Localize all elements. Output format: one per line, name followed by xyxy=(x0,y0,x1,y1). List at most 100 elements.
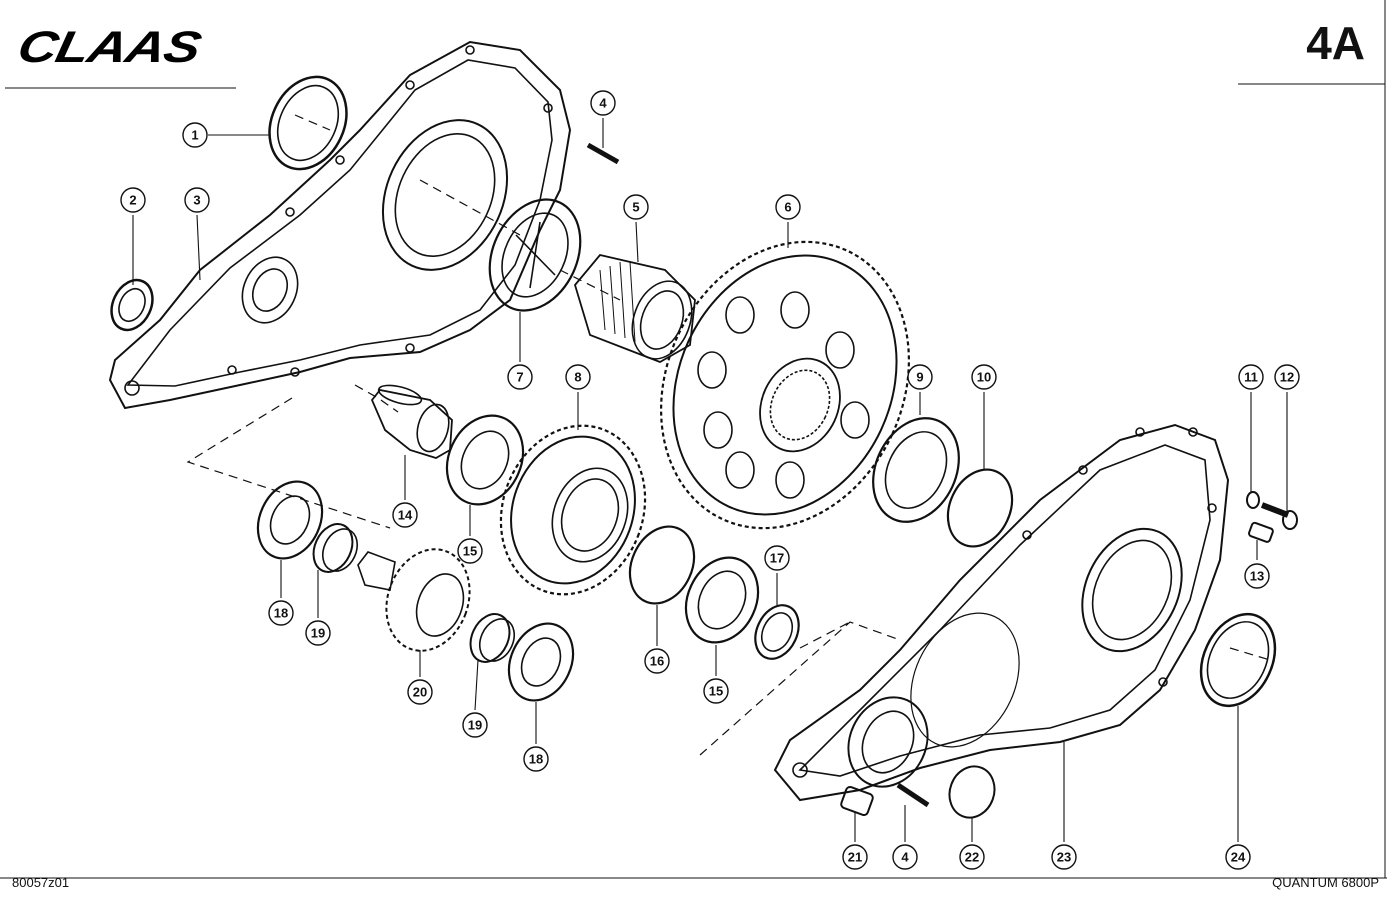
part-23-rear-housing xyxy=(773,423,1230,802)
callout-label: 18 xyxy=(274,606,288,621)
drawing-number: 80057z01 xyxy=(12,875,70,890)
callout-13: 13 xyxy=(1244,563,1270,589)
callout-circle xyxy=(1238,364,1264,390)
part-14-shaft-sleeve xyxy=(370,384,453,459)
callout-circle xyxy=(462,712,488,738)
callout-23: 23 xyxy=(1051,844,1077,870)
part-17-ring xyxy=(754,604,800,660)
part-18-bearing-left xyxy=(256,480,324,560)
callout-label: 23 xyxy=(1057,850,1071,865)
callout-circle xyxy=(703,678,729,704)
part-15-bearing-upper xyxy=(445,414,525,506)
callout-label: 19 xyxy=(311,626,325,641)
callout-circle xyxy=(590,90,616,116)
callout-10: 10 xyxy=(971,364,997,390)
part-22-cap xyxy=(948,765,996,819)
frame xyxy=(0,0,1387,879)
callout-label: 10 xyxy=(977,370,991,385)
callout-24: 24 xyxy=(1225,844,1251,870)
callout-label: 24 xyxy=(1231,850,1246,865)
callout-circle xyxy=(120,187,146,213)
part-12-bolt xyxy=(1260,502,1298,530)
callout-17: 17 xyxy=(764,545,790,571)
callout-label: 16 xyxy=(650,654,664,669)
part-16-circlip xyxy=(628,525,696,605)
part-19-ring-left xyxy=(312,523,359,573)
callout-label: 2 xyxy=(129,193,136,208)
callout-circle xyxy=(392,502,418,528)
callout-circle xyxy=(268,600,294,626)
callout-4: 4 xyxy=(892,844,918,870)
callout-21: 21 xyxy=(842,844,868,870)
callout-circle xyxy=(644,648,670,674)
callout-3: 3 xyxy=(184,187,210,213)
callout-circle xyxy=(1274,364,1300,390)
callout-8: 8 xyxy=(565,364,591,390)
callout-label: 22 xyxy=(965,850,979,865)
callout-19: 19 xyxy=(305,620,331,646)
callout-circle xyxy=(305,620,331,646)
part-7-bearing xyxy=(488,198,582,312)
callout-circle xyxy=(623,194,649,220)
callout-label: 6 xyxy=(784,200,791,215)
callout-circle xyxy=(182,122,208,148)
callout-label: 19 xyxy=(468,718,482,733)
callout-circle xyxy=(971,364,997,390)
callout-label: 9 xyxy=(916,370,923,385)
callout-label: 12 xyxy=(1280,370,1294,385)
part-1-seal-ring xyxy=(268,75,348,171)
part-24-seal xyxy=(1199,612,1277,708)
callout-circle xyxy=(1225,844,1251,870)
callout-4: 4 xyxy=(590,90,616,116)
callout-circle xyxy=(523,746,549,772)
callout-18: 18 xyxy=(523,746,549,772)
callout-circle xyxy=(407,679,433,705)
page-code: 4A xyxy=(1306,17,1365,69)
callout-14: 14 xyxy=(392,502,418,528)
callout-22: 22 xyxy=(959,844,985,870)
callout-16: 16 xyxy=(644,648,670,674)
part-4-pin-lower xyxy=(896,782,930,808)
part-5-splined-hub xyxy=(573,253,696,363)
callout-circle xyxy=(959,844,985,870)
callout-2: 2 xyxy=(120,187,146,213)
callout-1: 1 xyxy=(182,122,208,148)
part-13-plug xyxy=(1248,521,1274,543)
part-3-front-housing xyxy=(108,40,572,410)
callout-19: 19 xyxy=(462,712,488,738)
model-name: QUANTUM 6800P xyxy=(1272,875,1379,890)
callout-6: 6 xyxy=(775,194,801,220)
part-10-circlip xyxy=(946,468,1014,548)
part-11-washer xyxy=(1246,491,1260,509)
callout-label: 7 xyxy=(516,370,523,385)
callout-label: 14 xyxy=(398,508,413,523)
callout-circle xyxy=(507,364,533,390)
callout-15: 15 xyxy=(457,538,483,564)
callout-circle xyxy=(1051,844,1077,870)
callout-18: 18 xyxy=(268,600,294,626)
callout-11: 11 xyxy=(1238,364,1264,390)
callout-circle xyxy=(184,187,210,213)
callout-label: 8 xyxy=(574,370,581,385)
callout-12: 12 xyxy=(1274,364,1300,390)
callout-circle xyxy=(842,844,868,870)
callout-label: 1 xyxy=(191,128,198,143)
leader-lines xyxy=(132,118,1288,842)
callout-label: 4 xyxy=(599,96,607,111)
callout-label: 15 xyxy=(463,544,477,559)
callout-label: 18 xyxy=(529,752,543,767)
callout-15: 15 xyxy=(703,678,729,704)
callout-circle xyxy=(565,364,591,390)
part-19-ring-right xyxy=(469,613,516,663)
callout-circle xyxy=(892,844,918,870)
callout-7: 7 xyxy=(507,364,533,390)
part-6-large-gear xyxy=(660,240,910,530)
callout-label: 21 xyxy=(848,850,862,865)
part-9-bearing xyxy=(872,417,960,523)
part-20-pinion-shaft xyxy=(357,548,471,652)
callout-label: 20 xyxy=(413,685,427,700)
callout-circle xyxy=(775,194,801,220)
callout-label: 17 xyxy=(770,551,784,566)
